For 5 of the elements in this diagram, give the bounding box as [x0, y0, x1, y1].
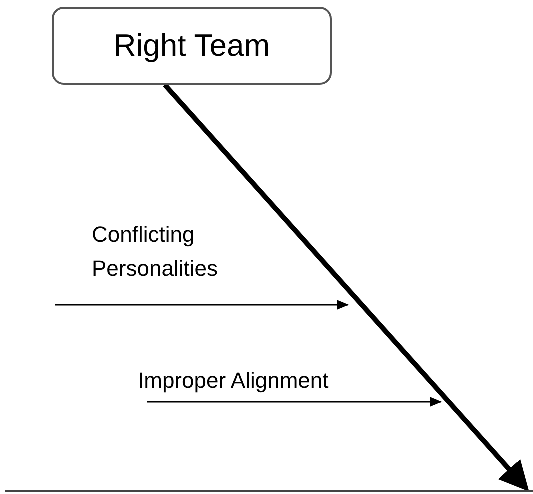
arrow [163, 83, 530, 492]
cause-label: Improper Alignment [138, 367, 330, 395]
title-box: Right Team [52, 7, 332, 85]
cause-label: Conflicting Personalities [92, 221, 219, 283]
baseline-bar [5, 490, 533, 492]
